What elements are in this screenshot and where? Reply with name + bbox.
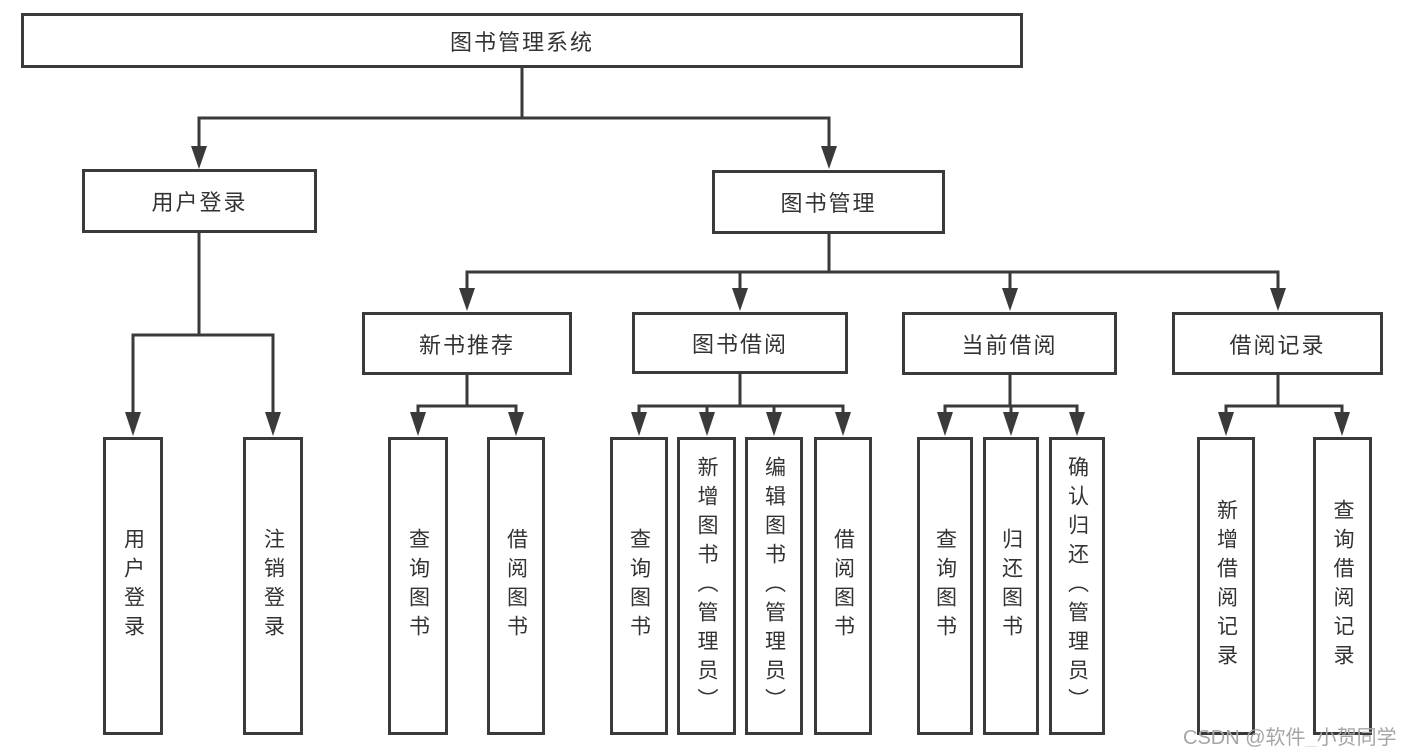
node-user-login: 用户登录: [82, 169, 317, 233]
leaf-edit-books-admin: 编辑图书（管理员）: [745, 437, 803, 735]
leaf-confirm-return-admin: 确认归还（管理员）: [1049, 437, 1105, 735]
leaf-label: 新增图书（管理员）: [695, 455, 718, 717]
edge-borrow-records-to-leaves: [1218, 375, 1350, 436]
node-borrow-records: 借阅记录: [1172, 312, 1383, 375]
leaf-label: 确认归还（管理员）: [1065, 455, 1089, 717]
csdn-watermark: CSDN @软件_小贺同学: [1183, 727, 1397, 747]
leaf-user-login-label: 用户登录: [121, 528, 145, 644]
leaf-query-books-borrow: 查询图书: [610, 437, 668, 735]
edge-new-book-to-leaves: [410, 375, 524, 436]
leaf-label: 归还图书: [999, 528, 1023, 644]
node-book-borrow: 图书借阅: [632, 312, 848, 374]
leaf-label: 新增借阅记录: [1214, 499, 1238, 673]
leaf-label: 借阅图书: [504, 528, 528, 644]
leaf-label: 借阅图书: [831, 528, 855, 644]
leaf-label: 编辑图书（管理员）: [762, 455, 786, 717]
leaf-query-borrow-record: 查询借阅记录: [1313, 437, 1372, 735]
leaf-user-login: 用户登录: [103, 437, 163, 735]
leaf-add-borrow-record: 新增借阅记录: [1197, 437, 1255, 735]
leaf-logout: 注销登录: [243, 437, 303, 735]
edge-user-login-to-leaves: [125, 233, 281, 436]
edge-root-to-level2: [191, 68, 837, 169]
leaf-borrow-books: 借阅图书: [814, 437, 872, 735]
node-book-management: 图书管理: [712, 170, 945, 234]
node-root-system: 图书管理系统: [21, 13, 1023, 68]
edge-book-mgmt-to-sections: [459, 234, 1286, 311]
leaf-label: 查询借阅记录: [1331, 499, 1354, 673]
edge-current-borrow-to-leaves: [937, 374, 1085, 436]
leaf-query-books-current: 查询图书: [917, 437, 973, 735]
leaf-return-books: 归还图书: [983, 437, 1039, 735]
leaf-logout-label: 注销登录: [261, 528, 285, 644]
leaf-query-books-recommend: 查询图书: [388, 437, 448, 735]
leaf-label: 查询图书: [406, 528, 430, 644]
leaf-label: 查询图书: [627, 528, 651, 644]
leaf-label: 查询图书: [933, 528, 957, 644]
leaf-borrow-books-recommend: 借阅图书: [487, 437, 545, 735]
leaf-add-books-admin: 新增图书（管理员）: [677, 437, 736, 735]
edge-book-borrow-to-leaves: [631, 373, 851, 436]
node-current-borrow: 当前借阅: [902, 312, 1117, 375]
node-new-book-recommend: 新书推荐: [362, 312, 572, 375]
